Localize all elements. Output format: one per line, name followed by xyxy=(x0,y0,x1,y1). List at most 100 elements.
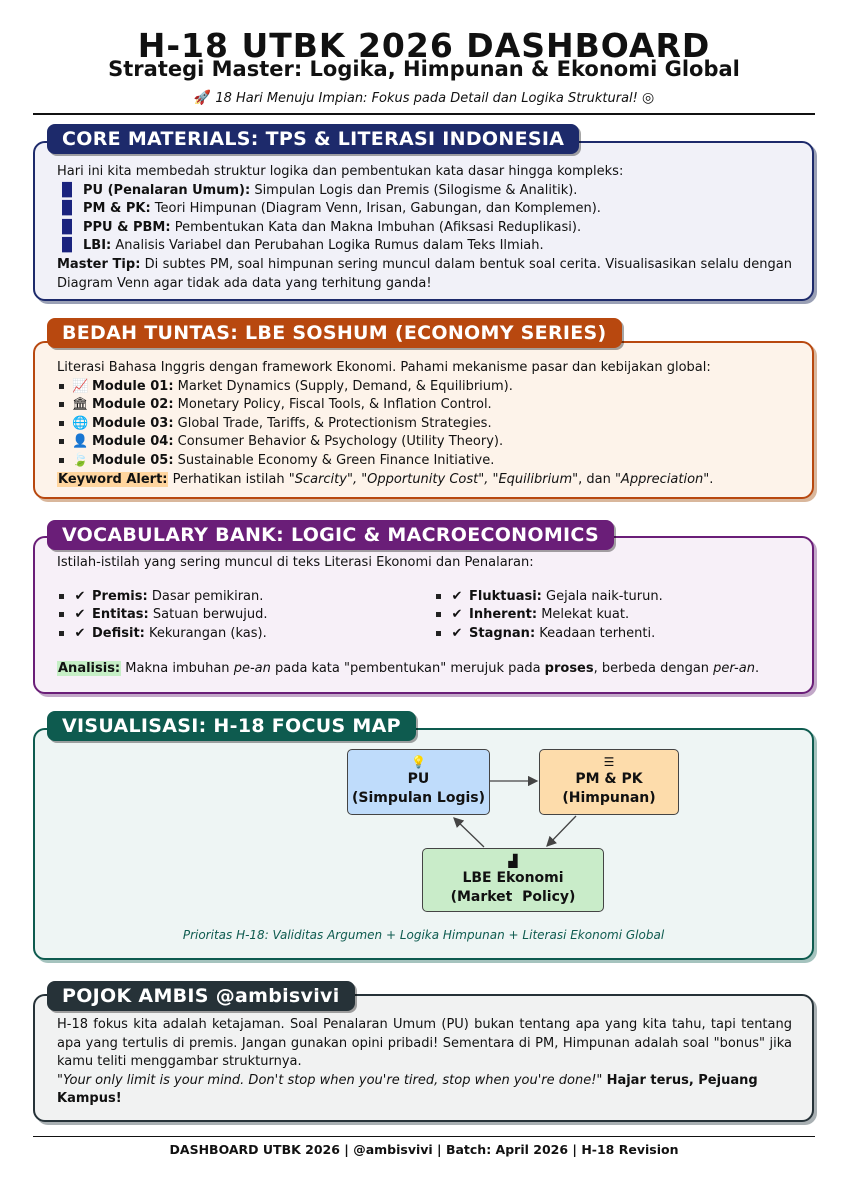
alert-label: Keyword Alert: xyxy=(57,471,169,487)
pdf-icon: ▐▌ xyxy=(57,238,77,254)
term: Entitas: xyxy=(92,607,149,623)
definition: Melekat kuat. xyxy=(541,607,630,623)
header-divider xyxy=(33,113,815,115)
globe-icon: 🌐 xyxy=(72,415,89,431)
list-item: ▐▌ LBI: Analisis Variabel dan Perubahan L… xyxy=(57,237,792,256)
list-item: ✔ Fluktuasi: Gejala naik-turun. xyxy=(434,588,663,607)
alert-text: , dan xyxy=(578,471,615,487)
vocabulary-card: Istilah-istilah yang sering muncul di te… xyxy=(33,536,814,694)
item-text: Pembentukan Kata dan Makna Imbuhan (Afik… xyxy=(174,219,582,235)
analysis-text: Makna imbuhan xyxy=(125,660,234,676)
list-item: 🏛Module 02: Monetary Policy, Fiscal Tool… xyxy=(57,396,792,415)
item-label: PU (Penalaran Umum): xyxy=(83,182,251,198)
item-label: LBI: xyxy=(83,238,112,254)
list-item: ✔Premis: Dasar pemikiran. xyxy=(57,588,267,607)
list-item: ✔Inherent: Melekat kuat. xyxy=(434,606,663,625)
term: Defisit: xyxy=(92,625,145,641)
keyword-alert: Keyword Alert: Perhatikan istilah "Scarc… xyxy=(57,471,792,490)
item-text: Teori Himpunan (Diagram Venn, Irisan, Ga… xyxy=(154,201,601,217)
module-label: Module 04: xyxy=(92,434,174,450)
module-text: Global Trade, Tariffs, & Protectionism S… xyxy=(177,415,492,431)
analysis-term: per-an xyxy=(713,660,755,676)
module-label: Module 01: xyxy=(92,378,174,394)
lbe-badge: BEDAH TUNTAS: LBE SOSHUM (ECONOMY SERIES… xyxy=(47,318,622,348)
pdf-icon: ▐▌ xyxy=(57,219,77,235)
analysis-emphasis: proses xyxy=(544,660,594,676)
check-icon: ✔ xyxy=(74,607,86,623)
definition: Gejala naik-turun. xyxy=(546,588,663,604)
alert-terms: "Scarcity", "Opportunity Cost", "Equilib… xyxy=(288,471,579,487)
node-subtitle: (Market Policy) xyxy=(450,889,576,905)
list-item: 🌐Module 03: Global Trade, Tariffs, & Pro… xyxy=(57,415,792,434)
arrow-pm-to-lbe xyxy=(546,815,577,847)
definition: Keadaan terhenti. xyxy=(539,625,656,641)
check-icon: ✔ xyxy=(74,588,86,604)
alert-text: . xyxy=(709,471,714,487)
tip-text: Di subtes PM, soal himpunan sering muncu… xyxy=(57,256,792,291)
analysis-label: Analisis: xyxy=(57,660,122,676)
analysis-note: Analisis: Makna imbuhan pe-an pada kata … xyxy=(57,660,792,679)
tip-label: Master Tip: xyxy=(57,256,141,272)
list-item: ▐▌ PU (Penalaran Umum): Simpulan Logis da… xyxy=(57,182,792,201)
leaf-icon: 🍃 xyxy=(72,452,89,468)
footer-divider xyxy=(33,1136,815,1137)
arrow-lbe-to-pu xyxy=(453,817,485,848)
term: Inherent: xyxy=(469,607,538,623)
node-lbe: ▟ LBE Ekonomi (Market Policy) xyxy=(422,848,604,912)
check-icon: ✔ xyxy=(74,625,86,641)
core-materials-badge: CORE MATERIALS: TPS & LITERASI INDONESIA xyxy=(47,124,580,154)
module-text: Sustainable Economy & Green Finance Init… xyxy=(177,452,495,468)
tagline: 🚀 18 Hari Menuju Impian: Fokus pada Deta… xyxy=(0,90,848,106)
node-subtitle: (Simpulan Logis) xyxy=(351,790,486,806)
bank-icon: 🏛 xyxy=(72,397,89,413)
list-item: ✔ Defisit: Kekurangan (kas). xyxy=(57,625,267,644)
rocket-icon: 🚀 xyxy=(193,90,212,106)
term: Premis: xyxy=(92,588,148,604)
layers-icon: ☰ xyxy=(603,755,615,769)
pdf-icon: ▐▌ xyxy=(57,182,77,198)
check-icon: ✔ xyxy=(451,625,463,641)
pdf-icon: ▐▌ xyxy=(57,201,77,217)
list-item: ✔Entitas: Satuan berwujud. xyxy=(57,606,267,625)
page-title: H-18 UTBK 2026 DASHBOARD xyxy=(137,26,711,65)
analysis-text: pada kata "pembentukan" merujuk pada xyxy=(270,660,545,676)
node-title: PU xyxy=(407,771,430,787)
core-materials-card: Hari ini kita membedah struktur logika d… xyxy=(33,141,814,301)
term: Stagnan: xyxy=(469,625,536,641)
node-pm-pk: ☰ PM & PK (Himpunan) xyxy=(539,749,679,815)
module-label: Module 02: xyxy=(92,397,174,413)
target-icon: ◎ xyxy=(642,90,655,106)
analysis-term: pe-an xyxy=(233,660,271,676)
lightbulb-icon: 💡 xyxy=(411,755,426,769)
definition: Kekurangan (kas). xyxy=(149,625,267,641)
analysis-text: , berbeda dengan xyxy=(593,660,714,676)
alert-terms: "Appreciation" xyxy=(614,471,710,487)
module-label: Module 05: xyxy=(92,452,174,468)
master-tip: Master Tip: Di subtes PM, soal himpunan … xyxy=(57,256,792,293)
vocab-right-column: ✔Fluktuasi: Gejala naik-turun. ✔Inherent… xyxy=(434,588,663,644)
item-text: Simpulan Logis dan Premis (Silogisme & A… xyxy=(254,182,578,198)
list-item: 🍃Module 05: Sustainable Economy & Green … xyxy=(57,452,792,471)
focus-map-caption: Prioritas H-18: Validitas Argumen + Logi… xyxy=(182,928,665,942)
module-text: Monetary Policy, Fiscal Tools, & Inflati… xyxy=(177,397,492,413)
node-title: PM & PK xyxy=(575,771,643,787)
pojok-paragraph: H-18 fokus kita adalah ketajaman. Soal P… xyxy=(57,1017,792,1070)
check-icon: ✔ xyxy=(451,588,463,604)
term: Fluktuasi: xyxy=(469,588,542,604)
user-cog-icon: 👤 xyxy=(72,434,89,450)
focus-map-badge: VISUALISASI: H-18 FOCUS MAP xyxy=(47,711,416,741)
chart-line-icon: 📈 xyxy=(72,378,89,394)
node-title: LBE Ekonomi xyxy=(462,870,564,886)
tagline-text: 18 Hari Menuju Impian: Fokus pada Detail… xyxy=(215,91,638,106)
vocab-intro: Istilah-istilah yang sering muncul di te… xyxy=(57,555,534,570)
item-label: PPU & PBM: xyxy=(83,219,171,235)
analysis-text: . xyxy=(754,660,760,676)
closing: Hajar terus, Pejuang Kampus! xyxy=(57,1072,758,1107)
bar-chart-icon: ▟ xyxy=(508,854,518,868)
node-pu: 💡 PU (Simpulan Logis) xyxy=(347,749,490,815)
list-item: ▐▌ PPU & PBM: Pembentukan Kata dan Makna … xyxy=(57,219,792,238)
lbe-card: Literasi Bahasa Inggris dengan framework… xyxy=(33,341,814,499)
item-text: Analisis Variabel dan Perubahan Logika R… xyxy=(115,238,544,254)
pojok-quote-line: "Your only limit is your mind. Don't sto… xyxy=(57,1072,792,1109)
